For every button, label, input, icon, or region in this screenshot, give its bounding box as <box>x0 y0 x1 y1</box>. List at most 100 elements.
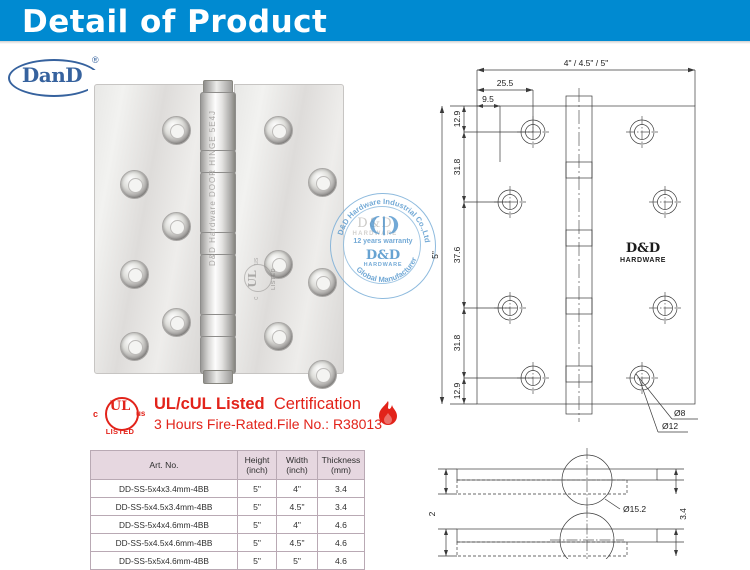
knuckle-band <box>565 365 593 383</box>
svg-text:25.5: 25.5 <box>497 78 514 88</box>
knuckle-band <box>565 297 593 315</box>
screw-hole <box>162 308 191 337</box>
hinge-bearing-3 <box>200 314 236 338</box>
spec-cell-thickness: 3.4 <box>317 479 365 498</box>
spec-header-art-no: Art. No. <box>90 450 238 480</box>
certification-block: UL c us LISTED UL/cUL Listed Certificati… <box>92 394 412 438</box>
badge-warranty-text: 12 years warranty <box>353 238 413 245</box>
hinge-bearing-1 <box>200 150 236 174</box>
svg-text:31.8: 31.8 <box>452 334 462 351</box>
svg-text:5": 5" <box>430 251 440 259</box>
spec-header-height-l2: (inch) <box>246 465 268 475</box>
spec-cell-width: 4.5" <box>276 497 318 516</box>
hinge-bearing-2 <box>200 232 236 256</box>
banner-shadow <box>0 41 750 44</box>
svg-text:HARDWARE: HARDWARE <box>620 257 666 264</box>
svg-text:4" / 4.5" / 5": 4" / 4.5" / 5" <box>564 58 609 68</box>
knuckle-band <box>565 161 593 179</box>
hinge-knuckle-2 <box>200 172 236 234</box>
ul-letters: UL <box>246 270 259 288</box>
screw-hole <box>308 268 337 297</box>
svg-text:9.5: 9.5 <box>482 94 494 104</box>
technical-drawing: 4" / 4.5" / 5" 25.5 9.5 <box>420 44 750 559</box>
screw-hole <box>264 116 293 145</box>
page-title: Detail of Product <box>22 4 328 40</box>
spec-cell-thickness: 4.6 <box>317 551 365 570</box>
spec-cell-height: 5" <box>237 515 277 534</box>
spec-cell-art: DD-SS-5x4x4.6mm-4BB <box>90 515 238 534</box>
screw-hole <box>162 116 191 145</box>
company-logo: DanD ® <box>8 55 104 97</box>
screw-hole-symbol <box>626 362 658 394</box>
section-top-plate <box>456 468 658 481</box>
ul-us-mark: us <box>253 257 260 265</box>
spec-cell-art: DD-SS-5x4x3.4mm-4BB <box>90 479 238 498</box>
spec-cell-art: DD-SS-5x5x4.6mm-4BB <box>90 551 238 570</box>
flame-icon <box>379 401 397 425</box>
section-view-bottom: Ø18.2 2.5 4.6 <box>438 507 684 559</box>
spec-cell-width: 5" <box>276 551 318 570</box>
spec-cell-thickness: 4.6 <box>317 533 365 552</box>
screw-hole-symbol <box>626 116 658 148</box>
dim-overall-width: 4" / 4.5" / 5" <box>476 58 696 106</box>
spec-header-row: Art. No. Height (inch) Width (inch) Thic… <box>90 450 365 480</box>
screw-hole <box>308 168 337 197</box>
svg-text:31.8: 31.8 <box>452 158 462 175</box>
ul-c-mark: c <box>253 296 260 301</box>
spec-header-thickness: Thickness (mm) <box>317 450 365 480</box>
spec-header-height-l1: Height <box>244 455 270 465</box>
spec-header-thickness-l2: (mm) <box>330 465 352 475</box>
screw-hole <box>264 250 293 279</box>
certification-headline-rest: Certification <box>273 395 361 413</box>
spec-header-width: Width (inch) <box>276 450 318 480</box>
section-bottom-pin-circle <box>559 512 615 559</box>
screw-hole-symbol <box>649 292 681 324</box>
section-view-top: Ø15.2 2 3.4 <box>427 448 688 520</box>
certification-headline-bold: UL/cUL Listed <box>154 395 265 413</box>
section-bottom-hidden <box>456 541 628 557</box>
certification-subline: 3 Hours Fire-Rated.File No.: R38013 <box>154 416 382 432</box>
svg-text:2: 2 <box>427 511 437 516</box>
front-view-holes-left <box>494 116 549 394</box>
ul-mark-us: us <box>136 409 146 418</box>
ul-certification-mark: UL c us LISTED <box>92 396 148 436</box>
section-top-leader <box>604 498 621 510</box>
badge-brand-name: D&D <box>365 248 401 263</box>
specification-table: Art. No. Height (inch) Width (inch) Thic… <box>90 450 365 570</box>
knuckle-band <box>565 229 593 247</box>
spec-header-thickness-l1: Thickness <box>321 455 361 465</box>
badge-emblem-icon: ❨|❩ <box>366 214 402 236</box>
certification-headline: UL/cUL Listed Certification <box>154 395 361 414</box>
svg-text:D&D: D&D <box>626 241 660 256</box>
hinge-barrel <box>196 70 238 385</box>
svg-text:Ø12: Ø12 <box>662 421 678 431</box>
dim-9-5: 9.5 <box>477 94 501 162</box>
svg-text:12.9: 12.9 <box>452 382 462 399</box>
spec-cell-thickness: 3.4 <box>317 497 365 516</box>
spec-cell-thickness: 4.6 <box>317 515 365 534</box>
spec-cell-width: 4" <box>276 479 318 498</box>
screw-hole <box>264 322 293 351</box>
ul-mark-listed: LISTED <box>105 427 135 436</box>
registered-trademark-icon: ® <box>92 55 99 65</box>
badge-inner-ring <box>343 206 421 284</box>
badge-brand-sub: HARDWARE <box>363 262 403 268</box>
ul-stamp-engraved: UL c us LISTED <box>236 256 282 302</box>
screw-hole <box>120 170 149 199</box>
spec-cell-art: DD-SS-5x4.5x3.4mm-4BB <box>90 497 238 516</box>
hole-diameter-callouts: Ø8 Ø12 <box>635 373 698 433</box>
dim-section-top-left: 2 <box>427 468 457 516</box>
hinge-pin-bottom-cap <box>203 370 233 384</box>
spec-cell-height: 5" <box>237 533 277 552</box>
screw-hole <box>162 212 191 241</box>
dim-vertical-chain: 5" 12.9 31.8 37.6 31.8 12.9 <box>430 105 533 405</box>
spec-header-width-l1: Width <box>286 455 308 465</box>
front-view-outline <box>476 105 696 405</box>
svg-text:Ø15.2: Ø15.2 <box>623 504 646 514</box>
